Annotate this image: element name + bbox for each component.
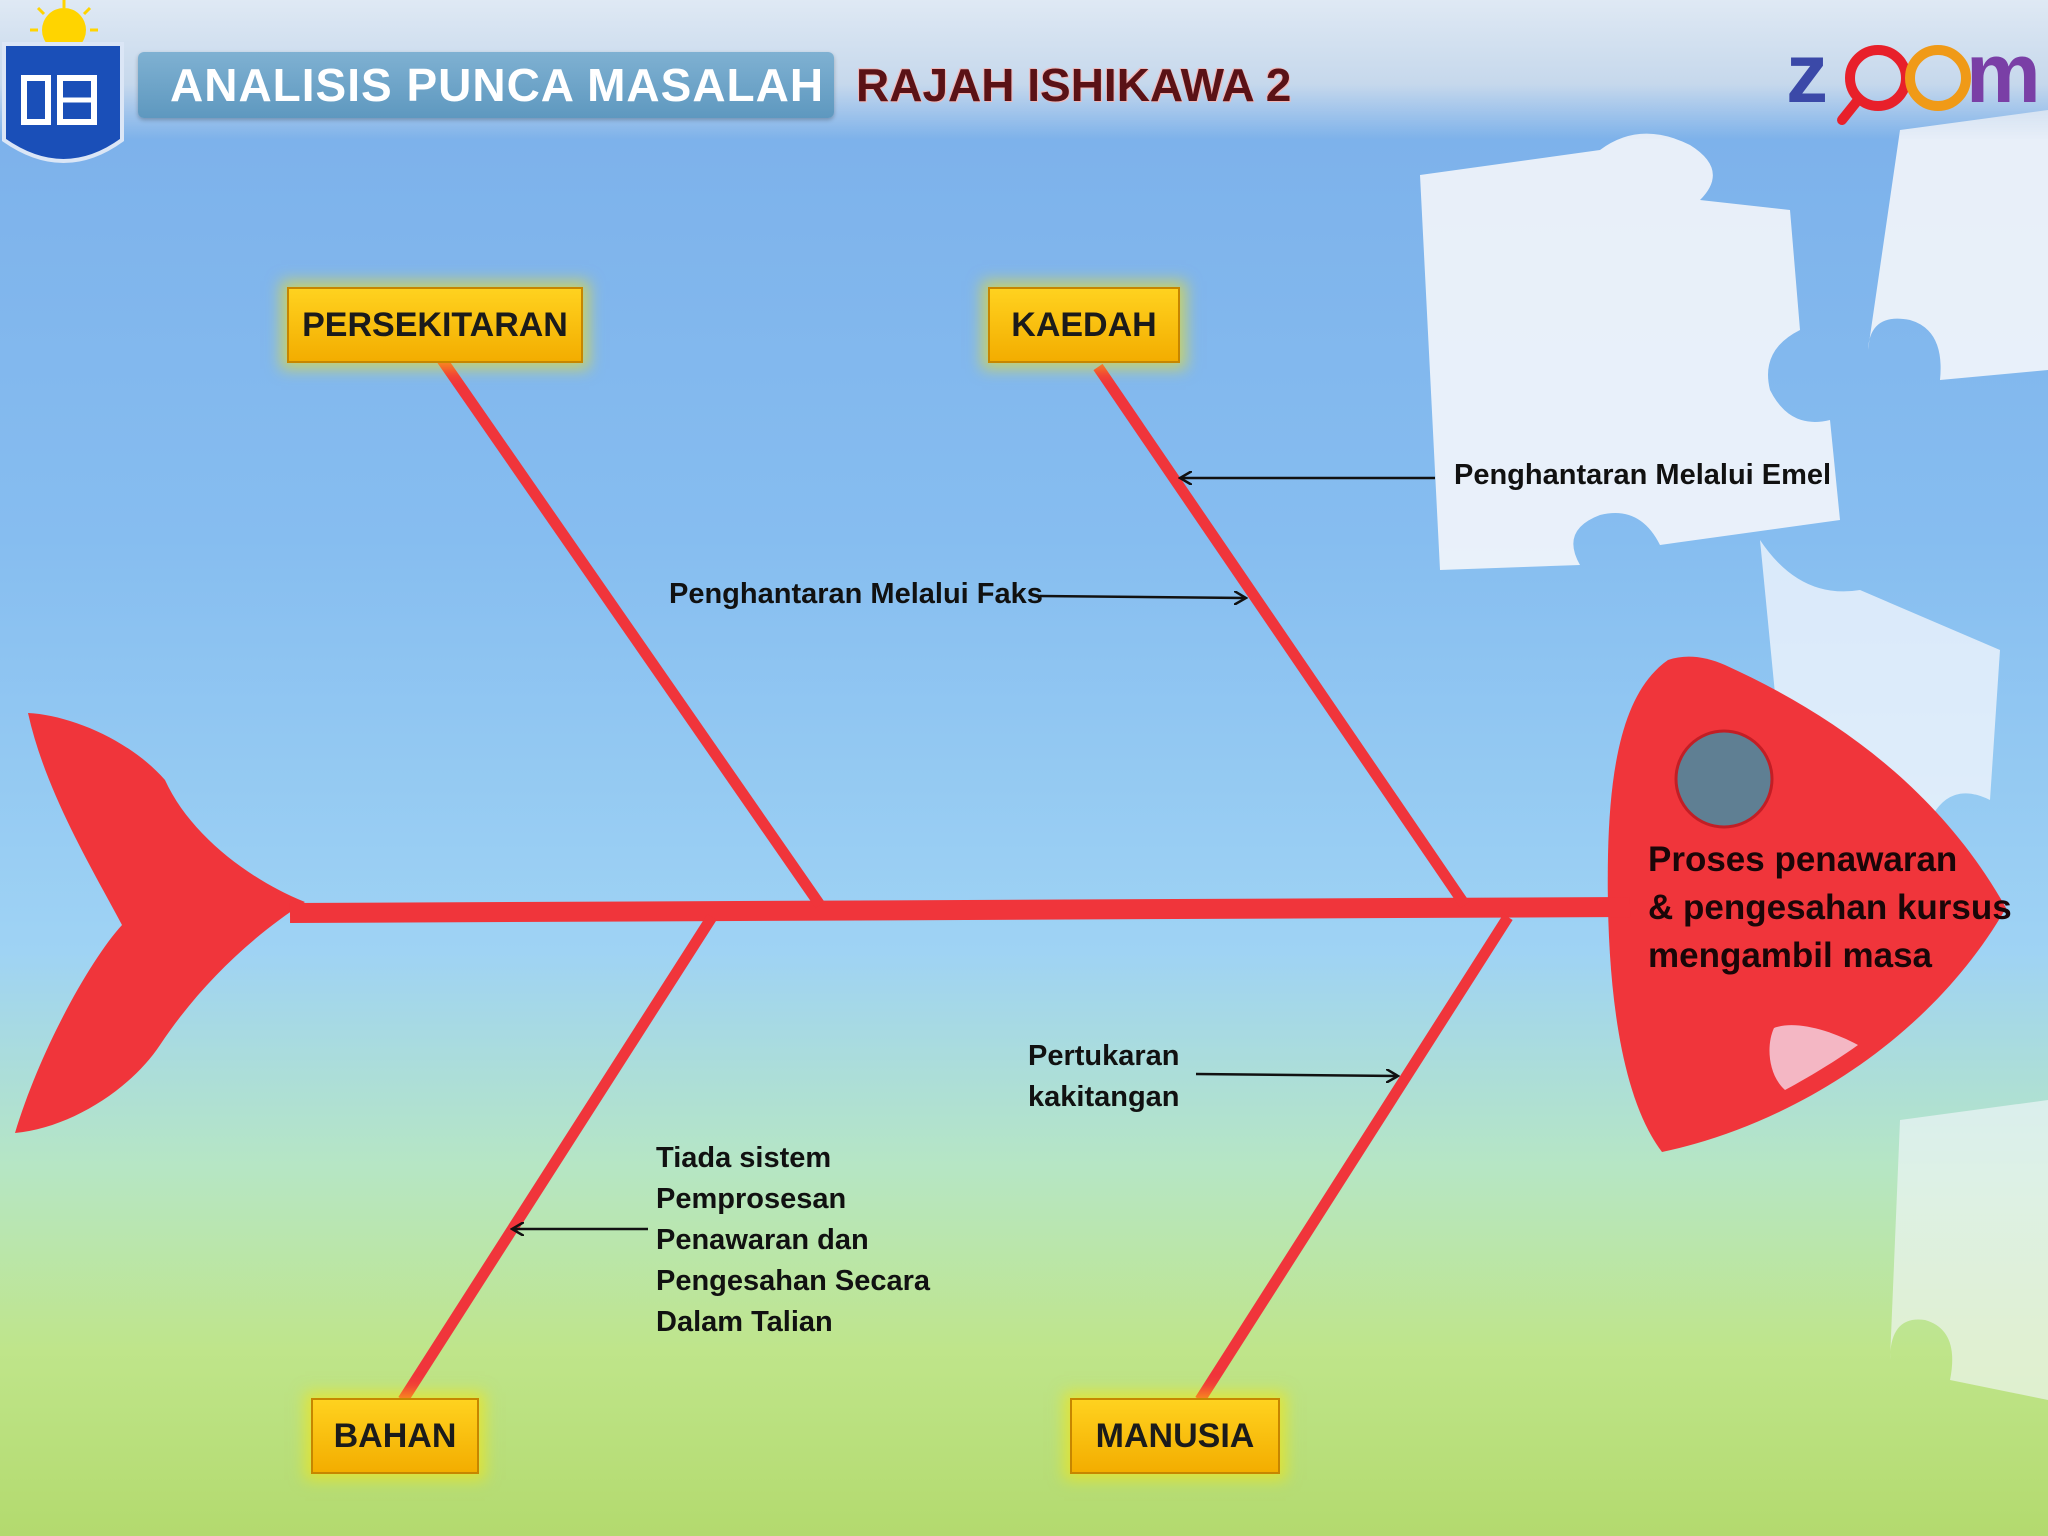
cause-line: Pengesahan Secara (656, 1265, 931, 1297)
arrow-faks (1039, 596, 1246, 598)
problem-statement: Proses penawaran & pengesahan kursus men… (1648, 836, 2028, 980)
cause-line: Tiada sistem (656, 1142, 832, 1174)
svg-text:m: m (1966, 26, 2040, 120)
bone-persekitaran (435, 353, 825, 909)
cause-pertukaran: Pertukaran kakitangan (1028, 1036, 1180, 1118)
category-manusia: MANUSIA (1070, 1398, 1280, 1474)
bone-manusia (1195, 914, 1513, 1403)
svg-text:z: z (1786, 26, 1828, 120)
bone-kaedah (1093, 363, 1470, 909)
page-title: ANALISIS PUNCA MASALAH (170, 59, 825, 111)
diagram-title: RAJAH ISHIKAWA 2 (856, 59, 1292, 111)
cause-faks: Penghantaran Melalui Faks (669, 578, 1043, 610)
fish-spine (289, 897, 1631, 923)
bone-bahan (398, 914, 717, 1403)
title-banner (138, 52, 834, 118)
fish-eye (1674, 729, 1774, 829)
cause-line: Pertukaran (1028, 1040, 1180, 1072)
arrow-pertukaran (1195, 1074, 1398, 1076)
zoom-logo: z m (1786, 26, 2040, 125)
cause-tiada-sistem: Tiada sistem Pemprosesan Penawaran dan P… (656, 1138, 930, 1343)
problem-line: Proses penawaran (1648, 840, 1958, 879)
crest-logo (2, 0, 124, 163)
category-kaedah: KAEDAH (988, 287, 1180, 363)
problem-line: mengambil masa (1648, 936, 1932, 975)
cause-line: kakitangan (1028, 1081, 1180, 1113)
fish-mouth (1769, 1025, 1858, 1090)
fish-tail (15, 713, 305, 1133)
cause-line: Dalam Talian (656, 1306, 833, 1338)
cause-emel: Penghantaran Melalui Emel (1454, 459, 1832, 491)
problem-line: & pengesahan kursus (1648, 888, 2012, 927)
cause-line: Penawaran dan (656, 1224, 869, 1256)
category-persekitaran: PERSEKITARAN (287, 287, 583, 363)
category-bahan: BAHAN (311, 1398, 479, 1474)
cause-line: Pemprosesan (656, 1183, 847, 1215)
